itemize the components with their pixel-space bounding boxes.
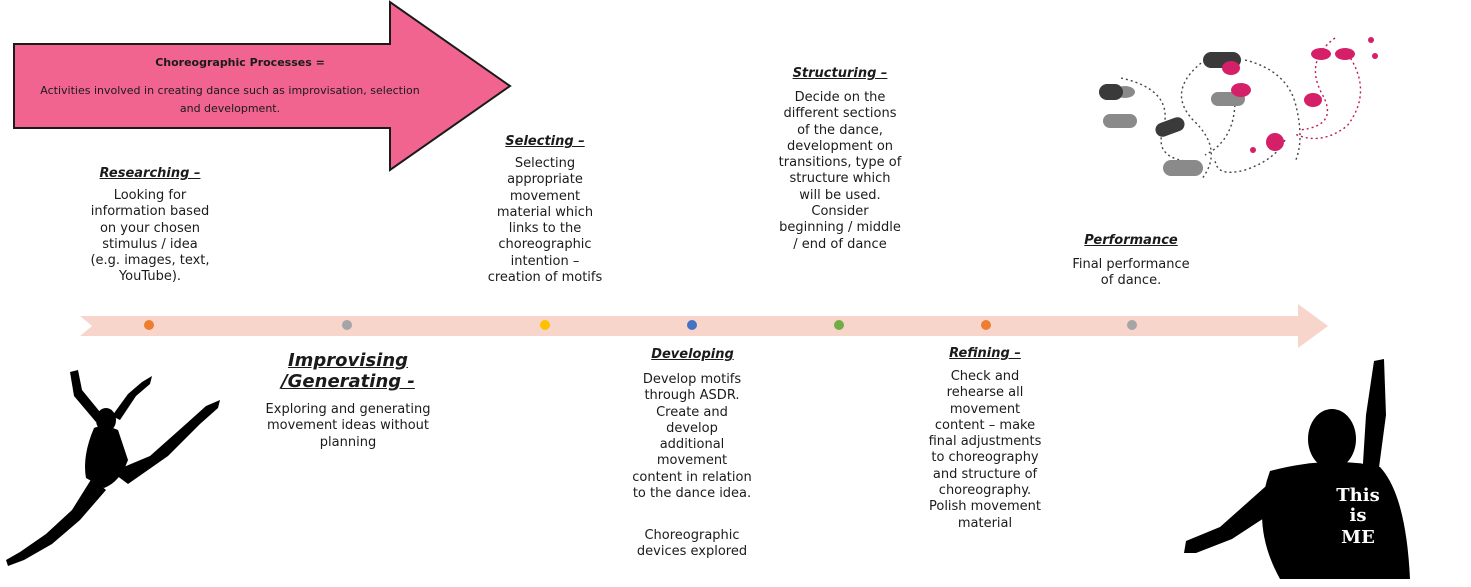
stage-desc-improvising: Exploring and generating movement ideas … xyxy=(265,402,431,450)
stage-title-selecting: Selecting – xyxy=(505,134,585,149)
stage-title-structuring: Structuring – xyxy=(792,66,888,81)
poster-line1: This xyxy=(1336,485,1379,506)
stage-desc-performance: Final performance of dance. xyxy=(1072,257,1190,289)
stage-title-refining: Refining – xyxy=(949,346,1021,361)
timeline-dot-researching xyxy=(144,320,154,330)
stage-title-improvising: Improvising /Generating - xyxy=(281,350,415,392)
footprint-dark-icons xyxy=(1099,52,1245,176)
timeline-dot-selecting xyxy=(540,320,550,330)
footprint-pink-icons xyxy=(1222,37,1378,153)
stage-desc-refining: Check and rehearse all movement content … xyxy=(928,369,1042,531)
timeline-dot-improvising xyxy=(342,320,352,330)
timeline-dot-developing xyxy=(687,320,697,330)
stage-desc-structuring: Decide on the different sections of the … xyxy=(778,90,902,252)
stage-title-performance: Performance xyxy=(1084,233,1178,248)
stage-desc-developing-devices: Choreographic devices explored xyxy=(636,528,748,560)
timeline-dot-structuring xyxy=(834,320,844,330)
poster-line3: ME xyxy=(1341,527,1375,548)
banner-title: Choreographic Processes = xyxy=(155,56,325,69)
stage-title-researching: Researching – xyxy=(99,166,201,181)
timeline-dot-refining xyxy=(981,320,991,330)
timeline-dot-performance xyxy=(1127,320,1137,330)
footprints-diagram xyxy=(1099,37,1378,181)
dancer-silhouette-icon xyxy=(6,370,220,566)
this-is-me-silhouette: This is ME xyxy=(1184,359,1410,579)
stage-desc-developing: Develop motifs through ASDR. Create and … xyxy=(632,372,752,502)
banner-description: Activities involved in creating dance su… xyxy=(40,84,420,115)
timeline-bar xyxy=(80,304,1328,348)
stage-desc-selecting: Selecting appropriate movement material … xyxy=(487,156,603,286)
banner-arrow-shape xyxy=(13,0,512,172)
poster-line2: is xyxy=(1350,505,1367,526)
stage-title-developing: Developing xyxy=(651,347,734,362)
stage-desc-researching: Looking for information based on your ch… xyxy=(90,188,210,285)
